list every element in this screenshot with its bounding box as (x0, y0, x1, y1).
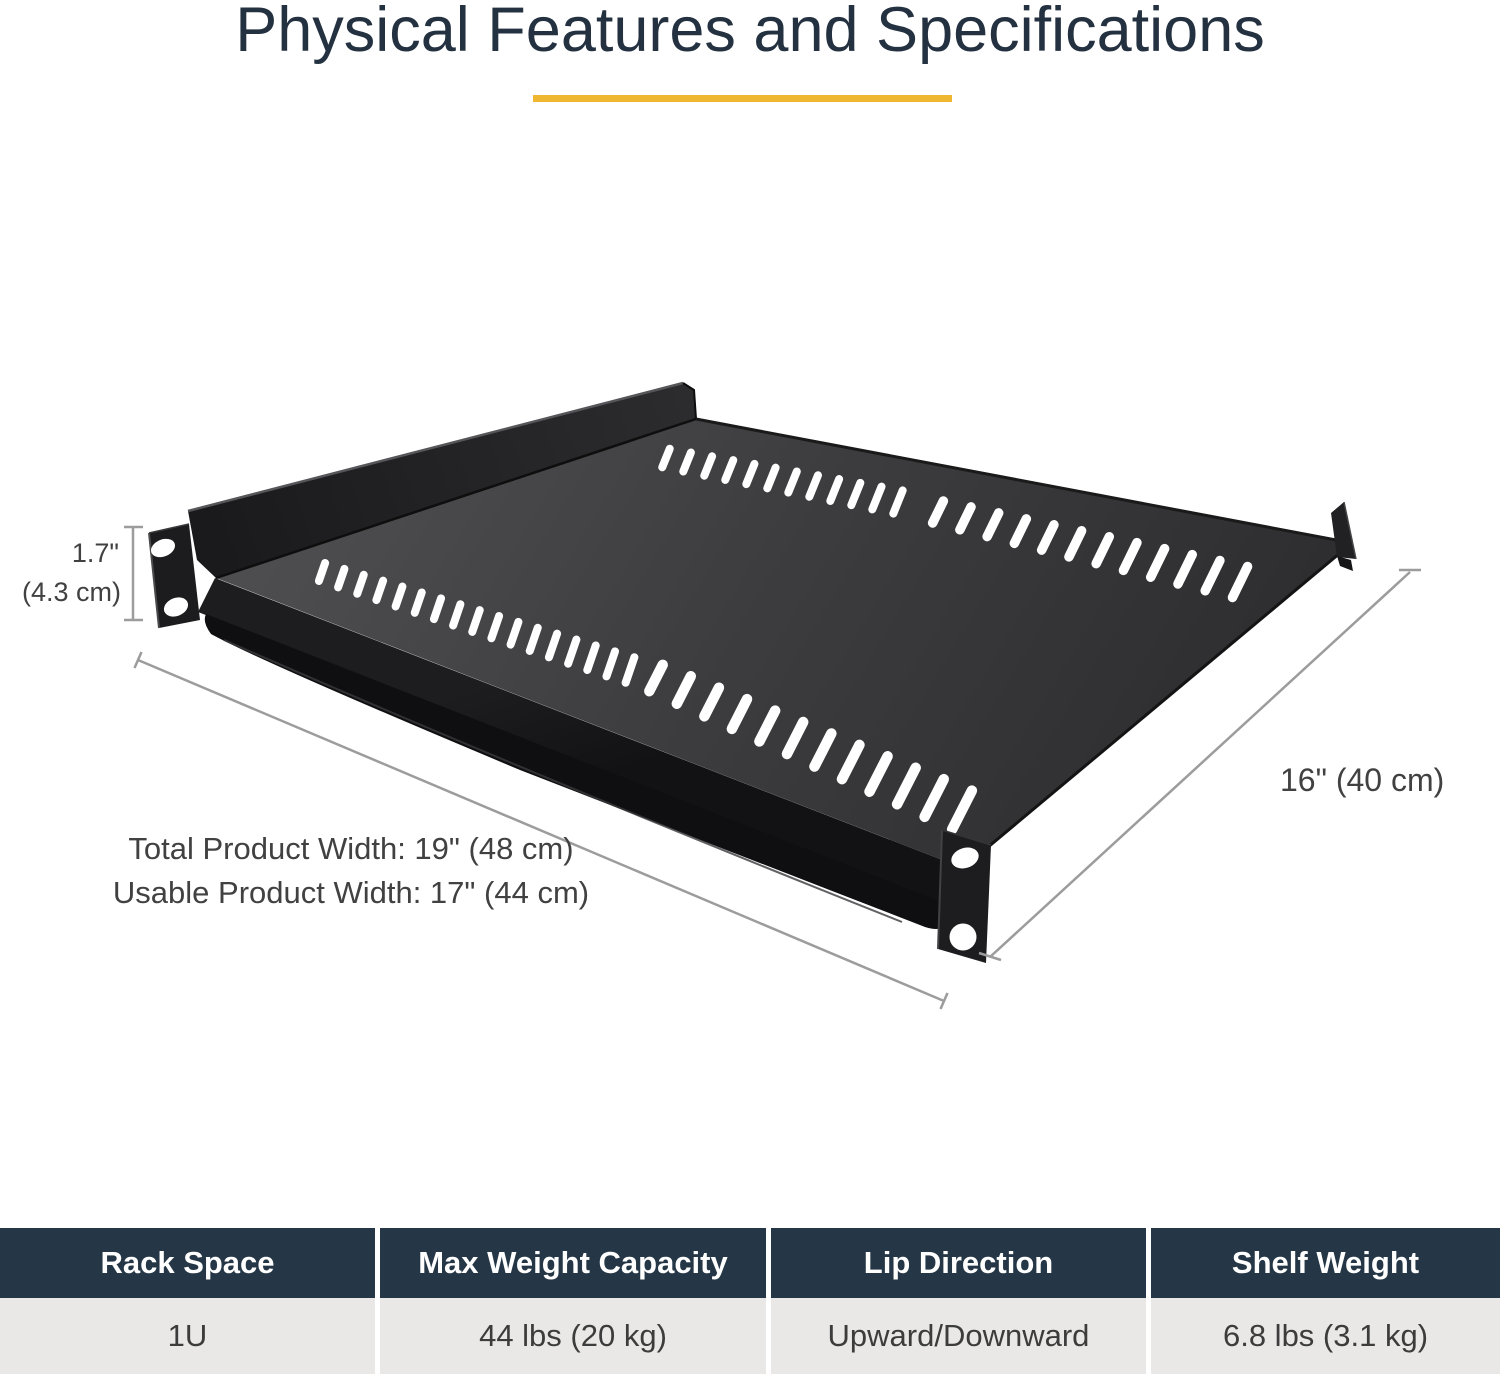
spec-header-rack-space: Rack Space (0, 1228, 375, 1298)
spec-header-lip-direction: Lip Direction (771, 1228, 1146, 1298)
dimension-line-height (124, 525, 143, 622)
spec-value-shelf-weight: 6.8 lbs (3.1 kg) (1151, 1298, 1500, 1374)
left-mounting-ear (148, 523, 200, 629)
spec-value-label: 1U (167, 1318, 208, 1353)
spec-value-label: Upward/Downward (827, 1318, 1090, 1353)
depth-dimension-label: 16" (40 cm) (1280, 762, 1444, 798)
left-ear-hole-bottom (163, 597, 189, 617)
spec-header-label: Lip Direction (863, 1245, 1054, 1280)
spec-header-label: Max Weight Capacity (418, 1245, 728, 1280)
spec-header-shelf-weight: Shelf Weight (1151, 1228, 1500, 1298)
spec-value-max-weight: 44 lbs (20 kg) (380, 1298, 766, 1374)
spec-table: Rack Space Max Weight Capacity Lip Direc… (0, 1228, 1500, 1374)
shelf-front-rail (198, 578, 963, 907)
shelf-surface (216, 419, 1352, 868)
vent-slots (314, 444, 1253, 835)
total-width-label: Total Product Width: 19" (48 cm) (128, 831, 573, 866)
shelf-front-fold (204, 614, 952, 929)
height-dimension-label-inches: 1.7" (72, 538, 119, 568)
left-ear-hole-top (150, 538, 176, 558)
spec-header-max-weight: Max Weight Capacity (380, 1228, 766, 1298)
spec-value-lip-direction: Upward/Downward (771, 1298, 1146, 1374)
page-title: Physical Features and Specifications (235, 0, 1265, 65)
right-ear-hole-top (951, 847, 979, 869)
rear-right-flange (1331, 501, 1357, 571)
spec-header-label: Rack Space (100, 1245, 275, 1280)
shelf-rear-lip (188, 383, 696, 578)
dimension-line-depth (978, 568, 1421, 962)
product-illustration (148, 381, 1357, 963)
spec-header-label: Shelf Weight (1231, 1245, 1420, 1280)
usable-width-label: Usable Product Width: 17" (44 cm) (113, 875, 589, 910)
height-dimension-label-cm: (4.3 cm) (22, 577, 121, 607)
title-underline-accent (533, 95, 952, 102)
product-figure: 1.7" (4.3 cm) 16" (40 cm) Total Product … (22, 381, 1444, 1010)
spec-value-rack-space: 1U (0, 1298, 375, 1374)
right-mounting-ear (937, 829, 992, 963)
dimension-line-width (133, 651, 949, 1010)
spec-value-label: 6.8 lbs (3.1 kg) (1222, 1318, 1429, 1353)
right-ear-hole-bottom (949, 923, 977, 951)
spec-value-label: 44 lbs (20 kg) (479, 1318, 667, 1353)
